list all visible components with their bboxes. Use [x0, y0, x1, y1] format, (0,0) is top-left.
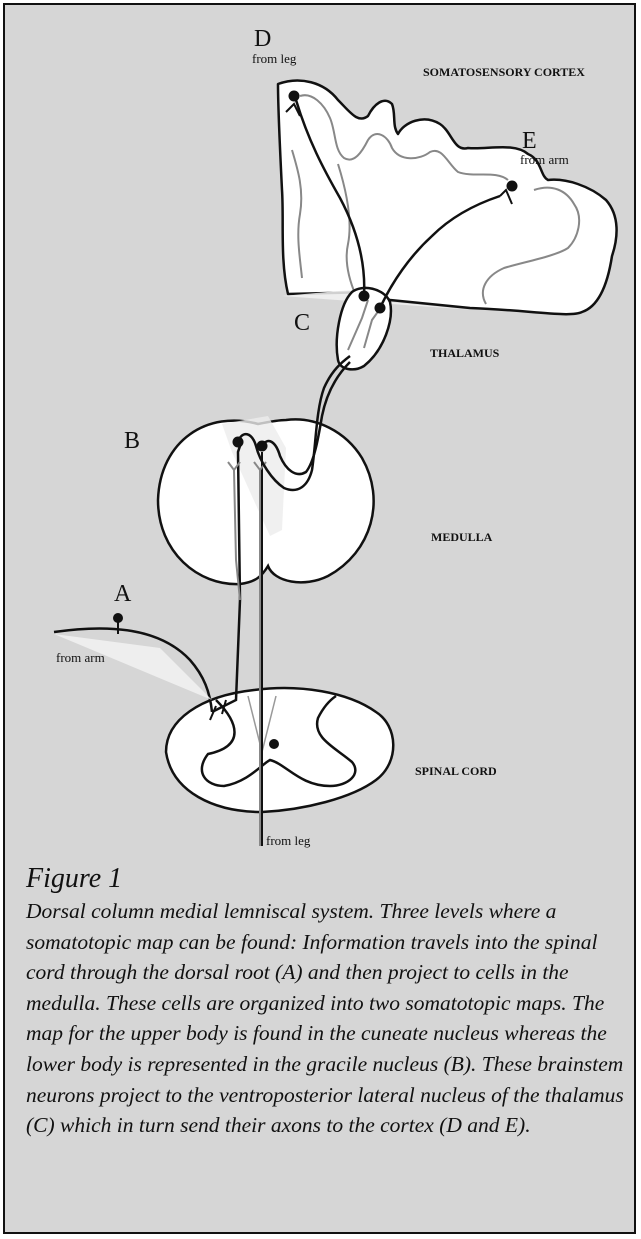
label-c: C	[294, 310, 310, 336]
label-b: B	[124, 428, 140, 454]
label-a: A	[114, 581, 132, 607]
label-thalamus: THALAMUS	[430, 346, 500, 360]
label-e-sub: from arm	[520, 152, 569, 167]
label-from-leg: from leg	[266, 833, 311, 848]
spinal-cord-cell	[269, 739, 279, 749]
somatosensory-cortex-shape	[278, 81, 617, 315]
label-d: D	[254, 26, 271, 52]
label-spinal-cord: SPINAL CORD	[415, 764, 497, 778]
spinal-cord-shape	[166, 688, 393, 812]
dorsal-root-ganglion-cell	[113, 613, 123, 623]
figure-caption: Figure 1 Dorsal column medial lemniscal …	[26, 862, 626, 1141]
label-somatosensory-cortex: SOMATOSENSORY CORTEX	[423, 65, 585, 79]
label-e: E	[522, 128, 537, 154]
figure-caption-text: Dorsal column medial lemniscal system. T…	[26, 896, 626, 1141]
dorsal-root-band	[54, 634, 212, 700]
label-medulla: MEDULLA	[431, 530, 493, 544]
figure-title: Figure 1	[26, 862, 626, 896]
cortex-cell-leg	[289, 91, 300, 102]
cortex-cell-arm	[507, 181, 518, 192]
label-d-sub: from leg	[252, 51, 297, 66]
label-from-arm: from arm	[56, 650, 105, 665]
